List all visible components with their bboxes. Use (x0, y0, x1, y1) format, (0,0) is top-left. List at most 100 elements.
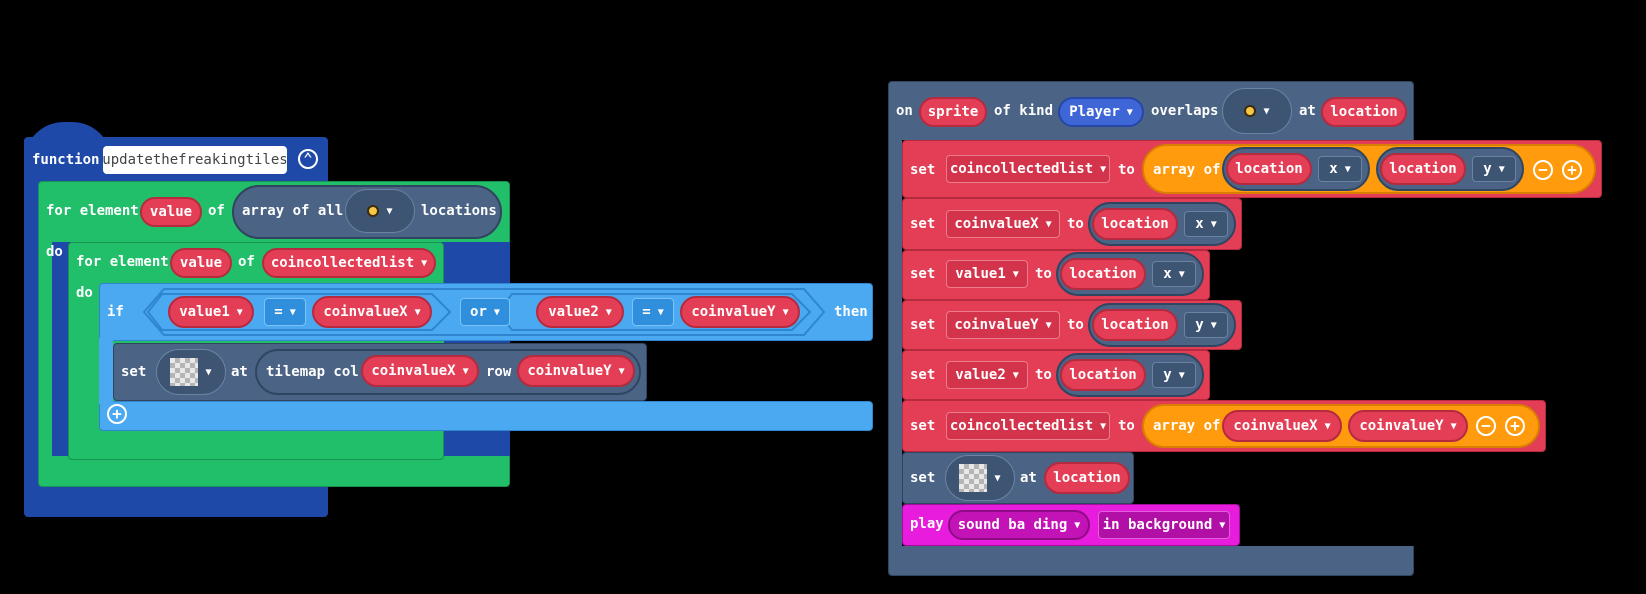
location-variable[interactable]: location (1226, 153, 1312, 185)
array-of-label: array of (1153, 162, 1221, 178)
property-label: y (1195, 317, 1204, 333)
col-label: coinvalueX (371, 363, 456, 379)
right-operator-dropdown[interactable]: =▼ (632, 298, 674, 326)
property-label: x (1163, 266, 1172, 282)
location-variable[interactable]: location (1060, 359, 1146, 391)
chevron-down-icon: ▼ (1450, 420, 1457, 432)
value1-label: value1 (179, 304, 230, 320)
chevron-down-icon: ▼ (236, 306, 243, 318)
outer-loop-variable[interactable]: value (140, 197, 202, 227)
on-keyword: on (896, 103, 913, 119)
array-of-all-label: array of all (242, 203, 344, 219)
variable-dropdown[interactable]: value1 ▼ (946, 260, 1028, 288)
value2-dropdown[interactable]: value2▼ (536, 296, 624, 328)
location-variable[interactable]: location (1321, 97, 1407, 127)
plus-icon[interactable]: + (107, 404, 127, 424)
sound-dropdown[interactable]: sound ba ding▼ (948, 510, 1090, 540)
set-tile-at: at (231, 364, 248, 380)
row-label: row (486, 364, 512, 380)
array-of-block[interactable] (1142, 404, 1540, 448)
variable-dropdown[interactable]: coincollectedlist▼ (946, 155, 1110, 183)
to-keyword: to (1067, 317, 1084, 333)
tile-picker-dropdown[interactable]: ▼ (156, 349, 226, 395)
function-name-field[interactable]: updatethefreakingtiles (102, 146, 288, 174)
property-dropdown[interactable]: x▼ (1184, 211, 1228, 237)
coincollectedlist-dropdown[interactable]: coincollectedlist▼ (262, 248, 436, 278)
variable-dropdown[interactable]: coincollectedlist▼ (946, 412, 1110, 440)
chevron-down-icon: ▼ (1263, 105, 1270, 117)
coincollectedlist-label: coincollectedlist (270, 255, 415, 271)
variable-dropdown[interactable]: coinvalueY▼ (946, 311, 1060, 339)
chevron-down-icon: ▼ (414, 306, 421, 318)
left-operator-dropdown[interactable]: =▼ (264, 298, 306, 326)
coinvalueY-label: coinvalueY (1359, 418, 1444, 434)
inner-loop-do: do (76, 285, 93, 301)
property-label: x (1329, 161, 1338, 177)
plus-icon[interactable]: + (1562, 160, 1582, 180)
chevron-up-icon[interactable]: ⌃ (298, 149, 318, 169)
coinvalueY-dropdown[interactable]: coinvalueY ▼ (1348, 410, 1468, 442)
to-keyword: to (1118, 162, 1135, 178)
property-dropdown[interactable]: x▼ (1152, 261, 1196, 287)
value1-dropdown[interactable]: value1 ▼ (168, 296, 254, 328)
inner-loop-of: of (238, 254, 255, 270)
outer-loop-of: of (208, 203, 225, 219)
property-dropdown[interactable]: x▼ (1318, 156, 1362, 182)
to-keyword: to (1035, 266, 1052, 282)
col-dropdown[interactable]: coinvalueX▼ (361, 355, 479, 387)
coinvalueX-dropdown[interactable]: coinvalueX ▼ (1222, 410, 1342, 442)
play-keyword: play (910, 516, 944, 532)
chevron-down-icon: ▼ (1210, 319, 1217, 331)
at-keyword: at (1020, 470, 1037, 486)
tile-picker-dropdown[interactable]: ▼ (945, 455, 1015, 501)
chevron-down-icon: ▼ (1178, 369, 1185, 381)
chevron-down-icon: ▼ (605, 306, 612, 318)
location-variable[interactable]: location (1380, 153, 1466, 185)
kind-label: Player (1069, 104, 1120, 120)
set-tile-statement[interactable] (902, 452, 1134, 504)
row-dropdown[interactable]: coinvalueY ▼ (517, 355, 635, 387)
chevron-down-icon: ▼ (205, 366, 212, 378)
play-mode-label: in background (1102, 517, 1213, 533)
set-keyword: set (910, 266, 936, 282)
property-dropdown[interactable]: y▼ (1472, 156, 1516, 182)
or-operator-dropdown[interactable]: or▼ (460, 298, 510, 326)
coinvalueX-label: coinvalueX (1233, 418, 1318, 434)
coinvalueY-dropdown[interactable]: coinvalueY▼ (680, 296, 800, 328)
variable-label: coinvalueX (954, 216, 1039, 232)
variable-dropdown[interactable]: coinvalueX▼ (946, 210, 1060, 238)
to-keyword: to (1067, 216, 1084, 232)
if-keyword: if (107, 304, 124, 320)
inner-loop-variable[interactable]: value (170, 248, 232, 278)
coin-tile-dropdown[interactable]: ▼ (345, 189, 415, 233)
minus-icon[interactable]: − (1476, 416, 1496, 436)
row-value-label: coinvalueY (527, 363, 612, 379)
set-keyword: set (910, 216, 936, 232)
location-variable[interactable]: location (1092, 208, 1178, 240)
kind-dropdown[interactable]: Player▼ (1058, 97, 1144, 127)
property-dropdown[interactable]: y▼ (1184, 312, 1228, 338)
chevron-down-icon: ▼ (1045, 319, 1052, 331)
array-of-label: array of (1153, 418, 1221, 434)
variable-label: value1 (955, 266, 1006, 282)
chevron-down-icon: ▼ (1012, 268, 1019, 280)
overlap-tile-dropdown[interactable]: ▼ (1222, 88, 1292, 134)
or-operator-label: or (470, 304, 487, 320)
chevron-down-icon: ▼ (1324, 420, 1331, 432)
minus-icon[interactable]: − (1533, 160, 1553, 180)
variable-dropdown[interactable]: value2▼ (946, 361, 1028, 389)
right-operator-label: = (642, 304, 651, 320)
location-variable[interactable]: location (1044, 462, 1130, 494)
play-mode-dropdown[interactable]: in background▼ (1098, 511, 1230, 539)
property-dropdown[interactable]: y▼ (1152, 362, 1196, 388)
coinvalueX-label: coinvalueX (323, 304, 408, 320)
location-variable[interactable]: location (1060, 258, 1146, 290)
location-variable[interactable]: location (1092, 309, 1178, 341)
plus-icon[interactable]: + (1505, 416, 1525, 436)
set-keyword: set (910, 367, 936, 383)
overlaps-label: overlaps (1151, 103, 1219, 119)
to-keyword: to (1118, 418, 1135, 434)
chevron-down-icon: ▼ (618, 365, 625, 377)
coinvalueX-dropdown[interactable]: coinvalueX ▼ (312, 296, 432, 328)
sprite-variable[interactable]: sprite (919, 97, 987, 127)
